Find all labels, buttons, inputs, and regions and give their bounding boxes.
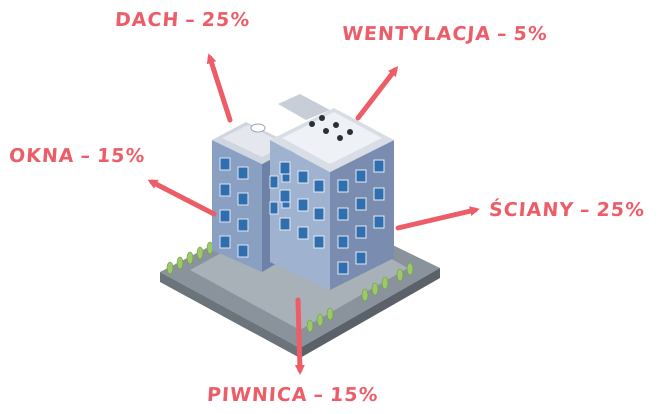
label-sciany-name: ŚCIANY (488, 199, 575, 221)
label-piwnica: PIWNICA–15% (206, 384, 379, 406)
label-piwnica-value: 15% (329, 384, 380, 406)
label-okna: OKNA–15% (8, 145, 146, 167)
arrows (147, 53, 480, 375)
label-wentylacja-separator: – (496, 23, 509, 45)
roof-vents (309, 115, 353, 141)
label-piwnica-name: PIWNICA (206, 384, 309, 406)
label-sciany: ŚCIANY–25% (488, 199, 646, 221)
label-dach: DACH–25% (114, 9, 251, 31)
building-right-tower (270, 94, 394, 290)
arrow-sciany (395, 206, 480, 231)
label-okna-separator: – (79, 145, 92, 167)
label-sciany-separator: – (579, 199, 592, 221)
label-wentylacja-value: 5% (512, 23, 549, 45)
label-dach-name: DACH (114, 9, 181, 31)
label-dach-value: 25% (201, 9, 252, 31)
arrow-dach (206, 53, 233, 123)
arrow-okna (147, 179, 217, 217)
arrow-wentylacja (355, 66, 399, 121)
shrubs (166, 241, 414, 333)
label-dach-separator: – (184, 9, 197, 31)
label-okna-value: 15% (96, 145, 147, 167)
label-wentylacja: WENTYLACJA–5% (341, 23, 548, 45)
label-piwnica-separator: – (312, 384, 325, 406)
label-wentylacja-name: WENTYLACJA (341, 23, 492, 45)
arrow-piwnica (294, 297, 305, 375)
label-okna-name: OKNA (8, 145, 76, 167)
windows-right (279, 159, 385, 275)
label-sciany-value: 25% (595, 199, 646, 221)
